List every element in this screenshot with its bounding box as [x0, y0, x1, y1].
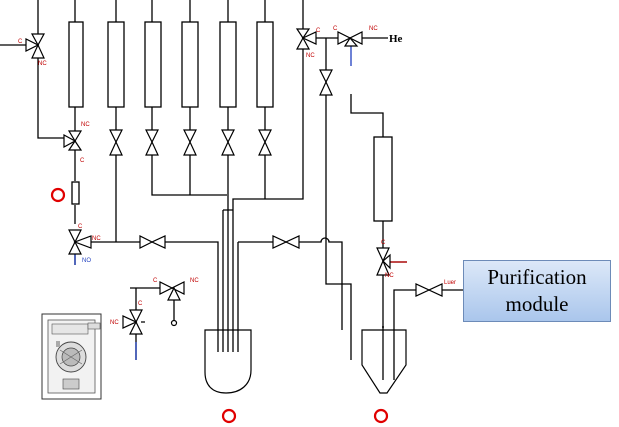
reagent-column-4 [181, 21, 199, 108]
valve-v-he [319, 69, 333, 96]
valve-3way-lower-2 [122, 309, 143, 335]
purification-module-label: Purification module [487, 265, 587, 316]
reagent-columns [68, 21, 393, 222]
small-filter [71, 181, 80, 205]
valve-v-4 [221, 129, 235, 156]
valve-label-nc-3: NC [92, 236, 101, 242]
three-way-valves [25, 28, 391, 335]
valve-h-3 [415, 283, 443, 297]
valve-3way-left-1 [63, 130, 83, 151]
valve-label-c-4: C [316, 28, 321, 34]
valve-v-3 [183, 129, 197, 156]
valve-3way-top-2 [337, 31, 363, 47]
valve-label-c-2: C [80, 158, 85, 164]
reagent-column-6 [256, 21, 274, 108]
valve-label-nc-8: NC [110, 320, 119, 326]
valve-label-nc-4: NC [306, 53, 315, 59]
reagent-column-3 [144, 21, 162, 108]
reagent-column-1 [68, 21, 84, 108]
reaction-vessel [204, 329, 252, 394]
valve-3way-lower-1 [159, 281, 185, 301]
valve-v-1 [109, 129, 123, 156]
valve-label-c-8: C [138, 301, 143, 307]
valve-h-1 [139, 235, 166, 249]
valve-label-nc-7: NC [190, 278, 199, 284]
valve-label-nc-1: NC [38, 61, 47, 67]
valve-3way-cartridge [376, 247, 391, 276]
valve-label-nc-6: NC [385, 273, 394, 279]
valve-label-no: NO [82, 258, 91, 264]
cartridge-column [373, 136, 393, 222]
valve-label-nc-5: NC [369, 26, 378, 32]
valve-labels: C NC NC C C NC NO C NC C NC C NC C NC C … [18, 26, 456, 326]
marker-circle-reactor [221, 408, 237, 424]
valve-label-luer: Luer [444, 280, 456, 286]
valve-3way-left-2 [68, 229, 92, 255]
reagent-column-5 [219, 21, 237, 108]
reagent-column-2 [107, 21, 125, 108]
valve-v-2 [145, 129, 159, 156]
helium-label: He [389, 33, 403, 45]
valve-label-nc-2: NC [81, 122, 90, 128]
pipe-network [0, 0, 463, 360]
two-way-valves [109, 69, 333, 156]
marker-circle-left [50, 187, 66, 203]
marker-circle-collection [373, 408, 389, 424]
syringe-pump-device [41, 313, 102, 400]
valve-label-c-7: C [153, 278, 158, 284]
vent-port [170, 319, 178, 327]
valve-label-c-3: C [78, 224, 83, 230]
valve-label-c-6: C [381, 240, 386, 246]
valve-label-c-5: C [333, 26, 338, 32]
two-way-valves-horizontal [139, 235, 443, 297]
valve-3way-topleft [25, 33, 46, 59]
collection-vessel [361, 329, 407, 394]
purification-module-box: Purification module [463, 260, 611, 322]
valve-h-2 [272, 235, 300, 249]
valve-v-5 [258, 129, 272, 156]
valve-label-c-1: C [18, 39, 23, 45]
valve-3way-top-1 [295, 28, 317, 50]
